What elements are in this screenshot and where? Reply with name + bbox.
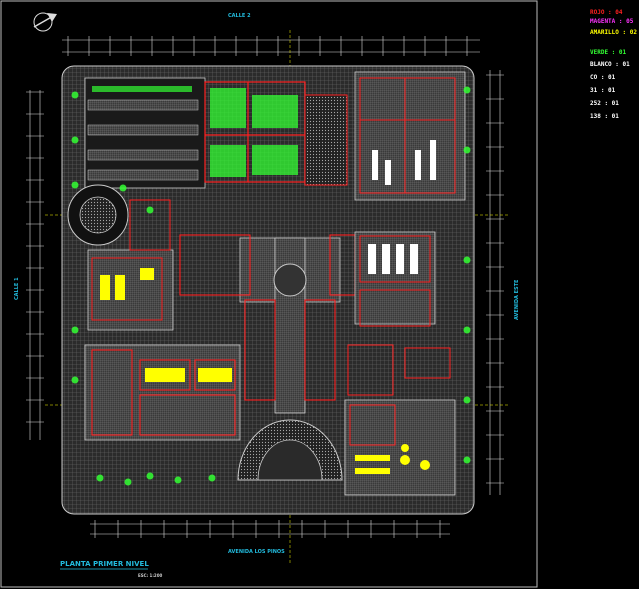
east-block (354, 231, 436, 325)
tree-symbol (119, 184, 127, 192)
dimension-ticks (26, 36, 504, 538)
walls-west (91, 199, 171, 321)
tree-symbol (71, 326, 79, 334)
street-label-left: CALLE 1 (14, 277, 20, 300)
north-arrow-icon (33, 12, 57, 32)
walls-northeast (359, 77, 456, 194)
east-furniture (368, 244, 418, 274)
drawing-frame (0, 0, 538, 588)
legend-entry: AMARILLO : 02 (590, 29, 637, 36)
tree-symbol (463, 146, 471, 154)
northeast-furniture (372, 140, 436, 185)
legend-entry: CO : 01 (590, 74, 616, 81)
tree-symbol (146, 472, 154, 480)
southwest-furniture (145, 368, 232, 382)
walls-southeast (347, 344, 451, 446)
service-block (304, 94, 348, 186)
legend-entry: VERDE : 01 (590, 49, 627, 56)
layer-legend: ROJO : 04 MAGENTA : 05 AMARILLO : 02 VERDE … (590, 9, 637, 120)
street-label-bottom: AVENIDA LOS PINOS (228, 549, 285, 555)
tree-symbol (71, 136, 79, 144)
southwest-block (84, 344, 241, 441)
tree-symbol (124, 478, 132, 486)
west-furniture (100, 268, 154, 300)
legend-entry: BLANCO : 01 (590, 61, 630, 68)
legend-entry: ROJO : 04 (590, 9, 623, 16)
tree-symbol (208, 474, 216, 482)
southeast-furniture (355, 444, 430, 474)
tree-symbol (146, 206, 154, 214)
courtyard-gardens (210, 88, 298, 177)
street-label-right: AVENIDA ESTE (514, 279, 520, 320)
drawing-scale: ESC: 1:200 (138, 573, 162, 578)
planter-strip (92, 86, 192, 92)
legend-entry: MAGENTA : 05 (590, 18, 634, 25)
tree-symbol (463, 326, 471, 334)
parking-stalls (87, 99, 199, 181)
semicircle-plaza (237, 419, 343, 481)
dimension-lines (29, 39, 501, 535)
street-label-top: CALLE 2 (228, 13, 251, 19)
legend-entry: 138 : 01 (590, 113, 619, 120)
northeast-block (354, 71, 466, 201)
central-plaza (239, 237, 341, 414)
tree-symbol (463, 256, 471, 264)
drawing-title: PLANTA PRIMER NIVEL (60, 560, 149, 568)
tree-symbol (463, 86, 471, 94)
legend-entry: 31 : 01 (590, 87, 616, 94)
roundabout (67, 184, 129, 246)
tree-symbol (71, 181, 79, 189)
tree-symbol (174, 476, 182, 484)
tree-symbol (71, 91, 79, 99)
tree-symbol (71, 376, 79, 384)
tree-symbol (463, 396, 471, 404)
tree-symbol (463, 456, 471, 464)
southeast-block (344, 399, 456, 496)
legend-entry: 252 : 01 (590, 100, 619, 107)
trees (71, 86, 471, 486)
walls-southwest (91, 349, 236, 436)
tree-symbol (96, 474, 104, 482)
walls-east (359, 235, 431, 327)
